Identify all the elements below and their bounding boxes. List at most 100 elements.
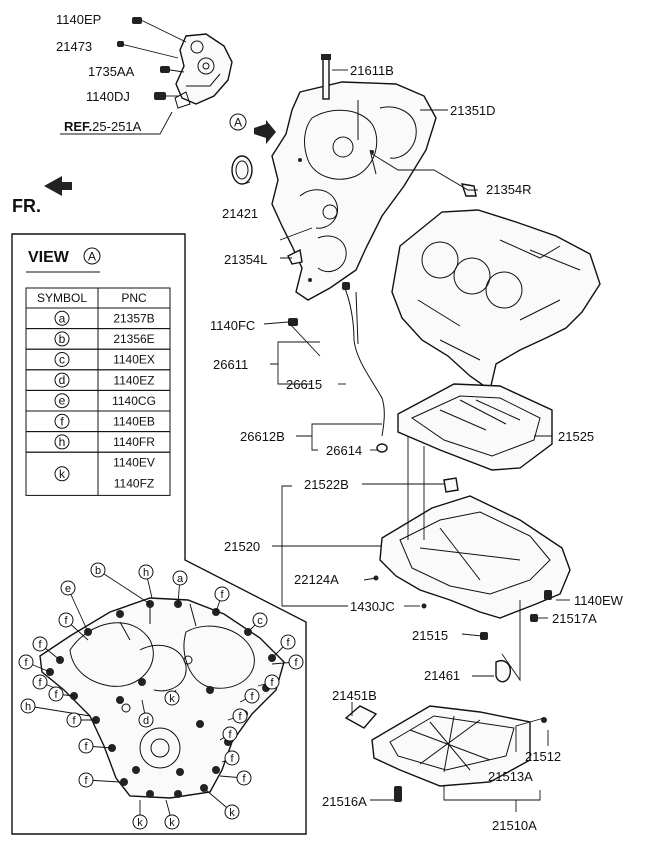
symbol-callout-f: f (286, 637, 290, 649)
front-direction-label: FR. (12, 196, 41, 216)
table-symbol-e: e (59, 394, 66, 408)
symbol-circle (54, 434, 70, 450)
table-pnc: 1140EV (113, 456, 155, 470)
symbol-circle (54, 331, 70, 347)
symbol-callout-f: f (84, 775, 88, 787)
callout-label-1430jc: 1430JC (350, 599, 395, 614)
table-symbol-d: d (59, 373, 66, 387)
table-pnc: 21357B (113, 312, 154, 326)
symbol-callout-f: f (228, 729, 232, 741)
symbol-callout-circle (48, 686, 64, 702)
symbol-callout-circle (264, 674, 280, 690)
callout-label-21354r: 21354R (486, 182, 532, 197)
view-title-marker-circle (83, 247, 101, 265)
callout-label-21517a: 21517A (552, 611, 597, 626)
symbol-circle (54, 352, 70, 367)
symbol-callout-circle (280, 634, 296, 650)
symbol-callout-f: f (72, 715, 76, 727)
reference-label: REF.25-251A (64, 119, 142, 134)
symbol-callout-f: f (84, 741, 88, 753)
reference-prefix: REF. (64, 119, 92, 134)
callout-label-21611b: 21611B (350, 63, 394, 78)
table-pnc: 1140FR (113, 435, 155, 449)
callout-label-21520: 21520 (224, 539, 260, 554)
callout-label-21522b: 21522B (304, 477, 349, 492)
symbol-callout-b: b (95, 565, 101, 577)
symbol-leader (67, 587, 89, 633)
reference-number: 25-251A (92, 119, 141, 134)
cover-bolt (146, 790, 154, 798)
symbol-callout-circle (60, 580, 76, 596)
symbol-circle (54, 393, 70, 409)
cover-bolt (196, 720, 204, 728)
symbol-callout-circle (252, 612, 268, 628)
leader-lines (60, 19, 570, 812)
symbol-callout-k: k (169, 693, 175, 705)
symbol-callout-f: f (242, 773, 246, 785)
callout-label-21512: 21512 (525, 749, 561, 764)
symbol-callout-f: f (38, 677, 42, 689)
oil-dipstick-drawing (288, 282, 388, 453)
callout-label-21516a: 21516A (322, 794, 367, 809)
cover-bolt (176, 768, 184, 776)
view-a-arrow (254, 120, 276, 144)
table-pnc: 1140EB (113, 415, 155, 429)
callout-label-1140dj: 1140DJ (86, 89, 130, 104)
front-arrow (44, 176, 72, 196)
symbol-callout-circle (32, 674, 48, 690)
callout-label-1140ew: 1140EW (574, 593, 624, 608)
symbol-callout-circle (132, 814, 148, 830)
callout-label-26612b: 26612B (240, 429, 285, 444)
symbol-callout-circle (20, 698, 36, 714)
cover-bolt (116, 610, 124, 618)
symbol-callout-circle (66, 712, 82, 728)
symbol-callout-f: f (220, 589, 224, 601)
cover-bolt (212, 766, 220, 774)
symbol-callout-circle (222, 726, 238, 742)
oil-seal-drawing (231, 155, 253, 185)
symbol-callout-circle (90, 562, 106, 578)
lower-oil-pan-drawing (344, 705, 547, 802)
callout-label-26614: 26614 (326, 443, 362, 458)
table-pnc: 21356E (113, 332, 154, 346)
symbol-callout-f: f (38, 639, 42, 651)
symbol-callout-circle (138, 564, 154, 580)
callout-label-1735aa: 1735AA (88, 64, 135, 79)
view-title-marker-letter: A (88, 250, 96, 264)
view-a-marker-circle (229, 113, 247, 131)
symbol-callout-f: f (294, 657, 298, 669)
symbol-callout-f: f (54, 689, 58, 701)
table-symbol-b: b (59, 332, 66, 346)
symbol-callout-f: f (24, 657, 28, 669)
callout-label-21473: 21473 (56, 39, 92, 54)
callout-label-1140ep: 1140EP (56, 12, 101, 27)
oil-pan-body-drawing (373, 477, 571, 683)
symbol-callout-circle (224, 750, 240, 766)
table-symbol-h: h (59, 435, 66, 449)
symbol-callout-e: e (65, 583, 71, 595)
table-header-symbol: SYMBOL (37, 291, 87, 305)
symbol-callout-circle (236, 770, 252, 786)
callout-label-21451b: 21451B (332, 688, 377, 703)
callout-label-26611: 26611 (213, 357, 248, 372)
table-header-pnc: PNC (121, 291, 147, 305)
symbol-circle (54, 372, 70, 388)
symbol-callout-h: h (143, 567, 149, 579)
symbol-callout-circle (32, 636, 48, 652)
table-pnc: 1140FZ (114, 476, 154, 490)
symbol-callout-circle (78, 738, 94, 754)
callout-label-21351d: 21351D (450, 103, 496, 118)
callout-label-21525: 21525 (558, 429, 594, 444)
table-pnc: 1140EZ (113, 373, 154, 387)
cover-bolt (174, 790, 182, 798)
table-symbol-f: f (60, 414, 64, 428)
symbol-callout-f: f (230, 753, 234, 765)
upper-oil-pan-drawing (397, 383, 553, 471)
symbol-leader (97, 569, 151, 605)
symbol-callout-h: h (25, 701, 31, 713)
symbol-callout-circle (244, 688, 260, 704)
callout-label-1140fc: 1140FC (210, 318, 255, 333)
